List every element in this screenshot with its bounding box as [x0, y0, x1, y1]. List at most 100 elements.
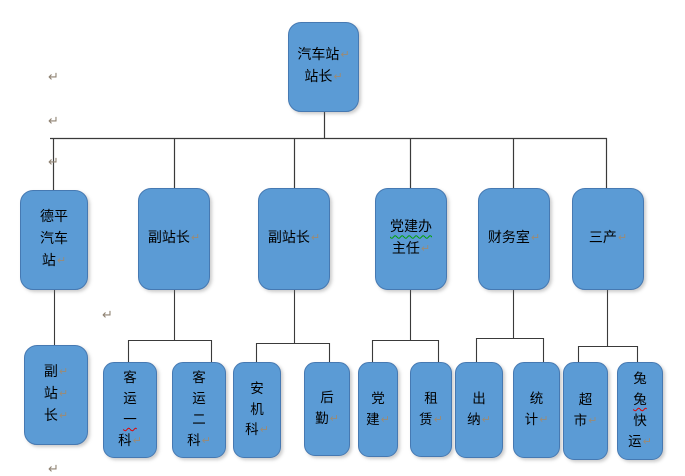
line-break-mark: ↵ [642, 434, 652, 448]
node-label-line: 主任↵ [392, 239, 430, 261]
connector-root-trunk [50, 112, 608, 190]
node-label-text: 运 [192, 391, 206, 408]
node-label-line: 汽车 [40, 229, 68, 251]
node-label-line: 运 [123, 389, 137, 410]
node-label-line: 超 [579, 390, 593, 411]
node-label-text: 党 [371, 390, 385, 407]
node-label-text: 赁 [419, 411, 433, 428]
org-node-cashier[interactable]: 出纳↵ [455, 362, 503, 458]
line-break-mark: ↵ [333, 70, 343, 83]
line-break-mark: ↵ [539, 413, 549, 426]
node-label-text: 安 [250, 380, 264, 397]
paragraph-mark: ↵ [48, 462, 59, 476]
node-label-line: 客 [123, 368, 137, 389]
node-label-line: 科↵ [245, 420, 269, 441]
node-label-line: 党建办 [390, 217, 432, 239]
node-label-line: 兔 [633, 390, 647, 411]
org-node-party-office-director[interactable]: 党建办主任↵ [375, 188, 447, 290]
org-node-deputy-chief-2[interactable]: 副站长↵ [258, 188, 330, 290]
line-break-mark: ↵ [201, 433, 211, 447]
node-label-text: 统 [529, 391, 544, 408]
node-label-line: 租 [424, 389, 438, 410]
line-break-mark: ↵ [58, 408, 69, 422]
org-node-tutu-express[interactable]: 兔兔快运↵ [617, 362, 663, 460]
node-label-line: 出 [472, 389, 486, 410]
line-break-mark: ↵ [132, 433, 142, 447]
line-break-mark: ↵ [380, 412, 390, 426]
node-label-text: 站 [43, 386, 58, 403]
node-label-text: 计 [524, 412, 539, 428]
line-break-mark: ↵ [530, 231, 541, 245]
paragraph-mark: ↵ [48, 114, 59, 129]
node-label-text: 汽车站 [297, 47, 340, 64]
node-label-line: 党 [371, 389, 385, 410]
org-node-finance-office[interactable]: 财务室↵ [478, 188, 550, 290]
org-node-safety-machinery-dept[interactable]: 安机科↵ [233, 362, 281, 458]
org-node-passenger-dept-1[interactable]: 客运一科↵ [103, 362, 157, 458]
node-label-text: 快 [633, 413, 647, 429]
node-label-text: 三产 [588, 230, 617, 247]
node-label-line: 快 [633, 411, 647, 432]
org-node-statistics[interactable]: 统计↵ [513, 362, 560, 458]
org-node-party-building[interactable]: 党建↵ [358, 362, 398, 457]
node-label-line: 长↵ [44, 406, 68, 428]
paragraph-mark: ↵ [102, 308, 113, 323]
paragraph-mark: ↵ [48, 155, 59, 170]
node-label-line: 机 [250, 400, 264, 421]
node-label-text: 建 [366, 411, 380, 428]
node-label-text: 副站长 [147, 230, 190, 247]
node-label-line: 客 [192, 368, 206, 389]
node-label-text: 站 [41, 252, 56, 269]
node-label-line: 建↵ [366, 410, 390, 431]
node-label-text: 长 [43, 407, 58, 424]
line-break-mark: ↵ [56, 253, 67, 267]
paragraph-mark: ↵ [48, 70, 59, 85]
line-break-mark: ↵ [58, 365, 69, 379]
line-break-mark: ↵ [433, 412, 443, 426]
node-label-line: 副站长↵ [148, 228, 200, 250]
node-label-line: 二 [192, 410, 206, 431]
node-label-line: 计↵ [525, 410, 549, 431]
line-break-mark: ↵ [588, 414, 598, 427]
node-label-text: 超 [578, 392, 593, 409]
org-node-station-master[interactable]: 汽车站↵站长↵ [288, 22, 359, 112]
node-label-text-squiggle: 一 [123, 412, 137, 428]
line-break-mark: ↵ [259, 423, 269, 437]
node-label-text: 勤 [315, 411, 329, 427]
node-label-text: 兔 [633, 371, 647, 388]
node-label-line: 三产↵ [589, 228, 627, 250]
node-label-text: 出 [472, 391, 486, 408]
org-node-deputy-chief-3[interactable]: 副↵站↵长↵ [24, 345, 88, 445]
node-label-line: 副站长↵ [268, 228, 320, 250]
line-break-mark: ↵ [310, 231, 321, 245]
org-node-logistics[interactable]: 后勤↵ [304, 362, 350, 456]
node-label-line: 统 [530, 389, 544, 410]
node-label-line: 德平 [40, 207, 68, 229]
node-label-text: 副站长 [267, 230, 310, 247]
node-label-line: 兔 [633, 369, 647, 390]
node-label-text: 客 [192, 370, 206, 387]
node-label-line: 站↵ [42, 251, 66, 273]
node-label-text: 租 [424, 390, 438, 407]
node-label-text: 站长 [304, 69, 333, 85]
line-break-mark: ↵ [420, 242, 431, 255]
node-label-text-squiggle: 兔 [633, 392, 647, 409]
line-break-mark: ↵ [58, 387, 69, 401]
node-label-text: 后 [320, 390, 334, 407]
node-label-line: 安 [250, 379, 264, 400]
line-break-mark: ↵ [481, 413, 491, 426]
org-node-leasing[interactable]: 租赁↵ [410, 362, 452, 457]
org-node-tertiary-industry[interactable]: 三产↵ [572, 188, 644, 290]
node-label-line: 赁↵ [419, 410, 443, 431]
org-node-deping-station[interactable]: 德平汽车站↵ [20, 190, 88, 290]
node-label-text: 德平 [40, 209, 68, 226]
node-label-text-squiggle: 党建办 [390, 219, 432, 236]
org-node-supermarket[interactable]: 超市↵ [563, 362, 608, 460]
org-node-deputy-chief-1[interactable]: 副站长↵ [138, 188, 210, 290]
node-label-line: 纳↵ [467, 410, 491, 431]
line-break-mark: ↵ [617, 231, 628, 245]
org-node-passenger-dept-2[interactable]: 客运二科↵ [172, 362, 226, 458]
node-label-text: 科 [187, 432, 201, 449]
